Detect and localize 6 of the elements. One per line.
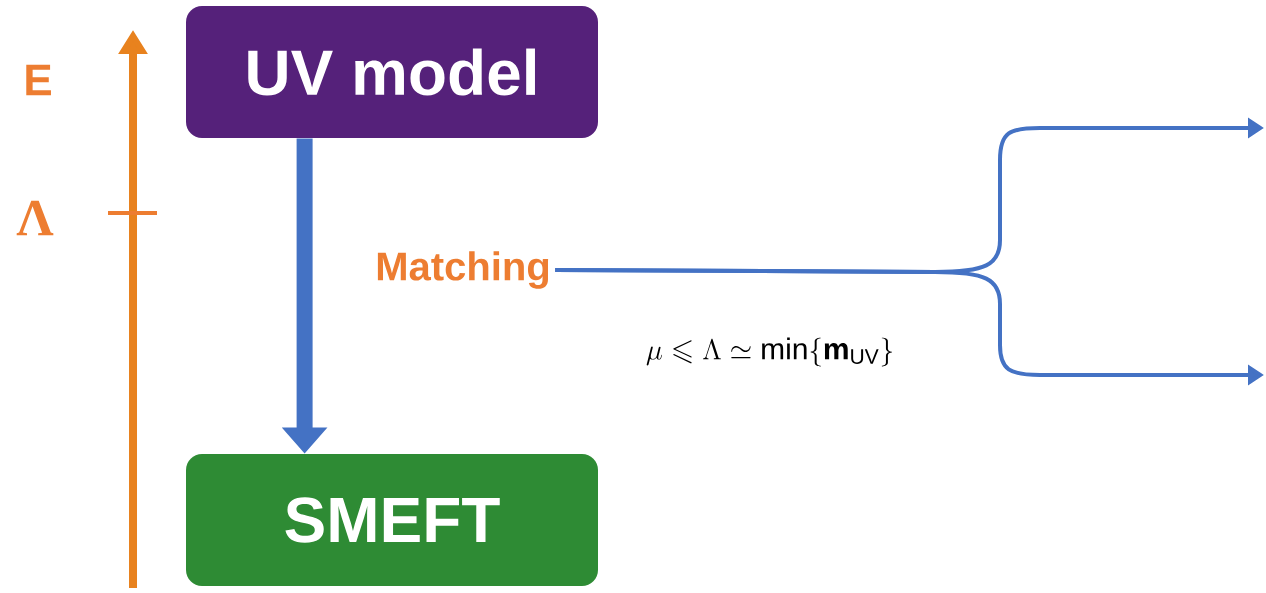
axis-label: E [26, 64, 51, 96]
process-label: Matching [377, 251, 549, 289]
formula-label: $\mu \leqslant \Lambda \simeq \min\{\mathbf{m}_{\rm UV}\}$ [646, 337, 892, 367]
model-box: UV model [186, 6, 598, 138]
model-box: SMEFT [186, 454, 598, 586]
tick-label: Λ [16, 200, 54, 236]
